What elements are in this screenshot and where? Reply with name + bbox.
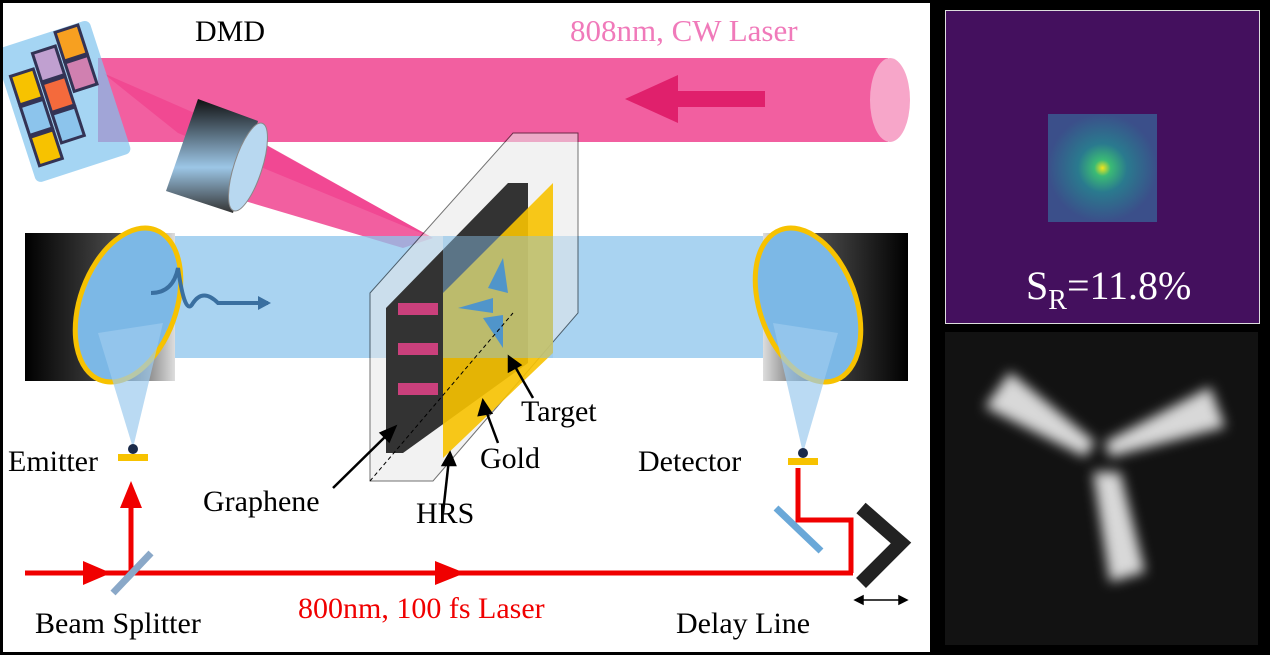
detector-icon xyxy=(788,448,818,465)
cylindrical-lens-icon xyxy=(166,99,268,213)
fs-laser-beam xyxy=(25,468,854,585)
label-hrs: HRS xyxy=(416,497,474,530)
label-cw-laser: 808nm, CW Laser xyxy=(570,13,798,48)
sampling-pattern-image: SR=11.8% xyxy=(1026,114,1191,316)
sr-value: =11.8% xyxy=(1067,263,1191,308)
blade-top-left xyxy=(985,372,1095,457)
label-gold: Gold xyxy=(480,442,540,475)
label-dmd: DMD xyxy=(195,15,265,48)
left-parabolic-mirror-icon xyxy=(25,225,271,448)
label-pointers xyxy=(332,354,535,514)
blade-top-right xyxy=(1105,387,1225,457)
experimental-setup-panel: DMD 808nm, CW Laser Emitter Graphene HRS… xyxy=(0,3,930,652)
label-beam-splitter: Beam Splitter xyxy=(35,607,201,640)
delay-line-retroreflector-icon xyxy=(856,502,912,588)
reconstructed-target-image xyxy=(985,372,1225,582)
dmd-icon xyxy=(0,20,131,182)
sample-stack-icon xyxy=(369,132,579,482)
label-emitter: Emitter xyxy=(8,445,98,478)
emitter-icon xyxy=(118,444,148,461)
sampling-spot xyxy=(1048,114,1157,222)
reconstructed-image-panel xyxy=(945,332,1258,645)
label-target: Target xyxy=(521,395,597,428)
sr-subscript: R xyxy=(1048,285,1067,316)
label-detector: Detector xyxy=(638,445,741,478)
sampling-ratio-panel: SR=11.8% xyxy=(945,10,1260,324)
thz-pulse-waveform-icon xyxy=(150,267,268,309)
label-delay-line: Delay Line xyxy=(676,607,810,640)
label-graphene: Graphene xyxy=(203,485,320,518)
mirror-icon xyxy=(773,505,824,554)
setup-diagram: DMD 808nm, CW Laser Emitter Graphene HRS… xyxy=(0,13,912,640)
sampling-ratio-label: SR=11.8% xyxy=(1026,263,1191,316)
beam-splitter-icon xyxy=(110,550,154,596)
delay-line-double-arrow-icon[interactable] xyxy=(853,594,909,606)
blade-bottom xyxy=(1093,472,1145,582)
beam-direction-arrow-icon xyxy=(625,75,765,123)
target-shape-icon xyxy=(488,258,508,293)
sr-symbol: S xyxy=(1026,263,1048,308)
label-fs-laser: 800nm, 100 fs Laser xyxy=(298,592,545,625)
right-parabolic-mirror-icon xyxy=(752,225,908,453)
